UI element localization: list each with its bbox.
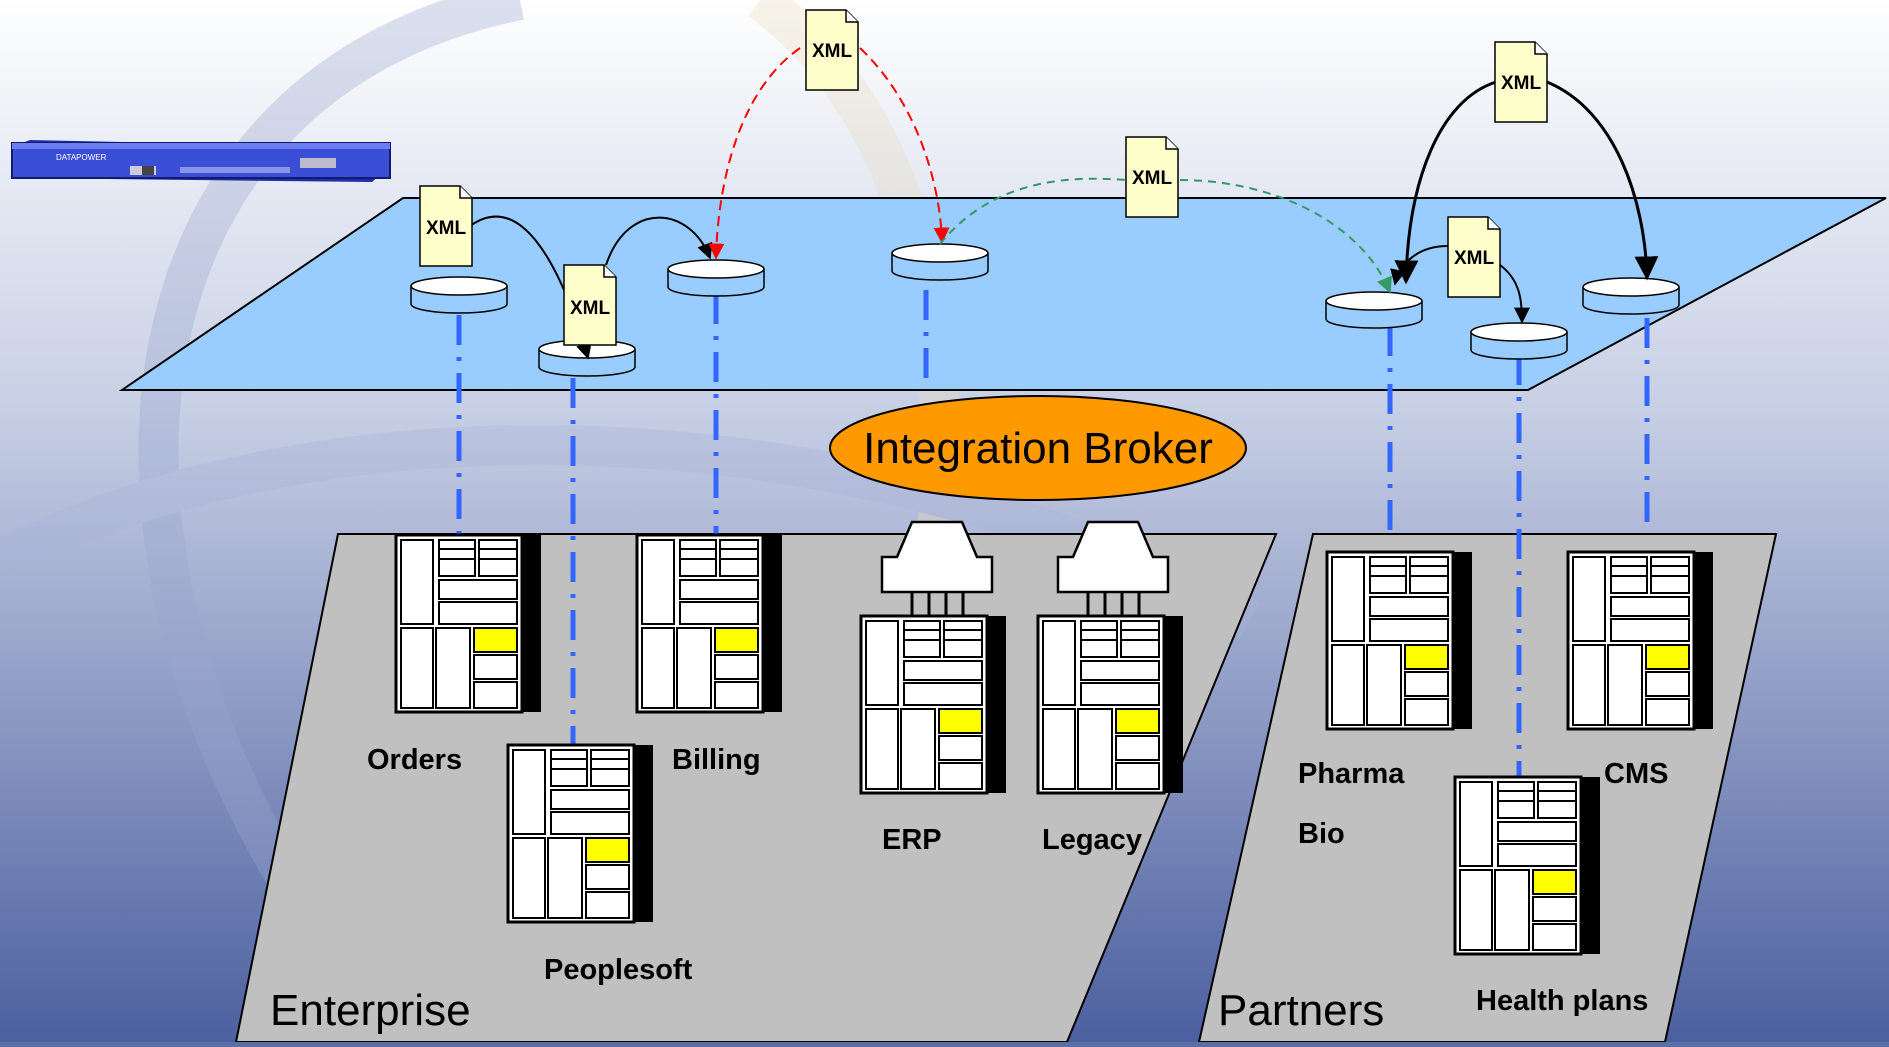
label-health-plans: Health plans [1476,985,1648,1017]
datapower-brand: DATAPOWER [56,153,107,162]
label-peoplesoft: Peoplesoft [544,954,693,986]
broker-label: Integration Broker [863,424,1213,473]
server-peoplesoft [506,743,655,924]
server-pharma [1325,550,1474,731]
endpoint-orders [410,276,508,314]
xml-document-icon: XML [805,9,859,91]
svg-text:XML: XML [570,298,611,319]
xml-document-icon: XML [563,264,617,346]
label-cms: CMS [1604,758,1668,790]
label-legacy: Legacy [1042,824,1142,856]
label-bio: Bio [1298,818,1345,850]
server-cms [1566,550,1715,731]
integration-broker: Integration Broker [829,395,1247,501]
endpoint-health-plans [1470,322,1568,360]
svg-text:XML: XML [1454,248,1495,269]
xml-document-icon: XML [1125,136,1179,218]
label-erp: ERP [882,824,942,856]
datapower-appliance-icon: DATAPOWER [11,140,391,182]
endpoint-pharma [1325,291,1423,329]
endpoint-billing [667,259,765,297]
xml-document-icon: XML [1494,41,1548,123]
label-orders: Orders [367,744,462,776]
xml-document-icon: XML [1447,216,1501,298]
server-orders [394,533,543,714]
message-flows [469,47,1659,360]
endpoint-erp [891,243,989,281]
server-erp [859,614,1008,795]
region-enterprise: Enterprise [270,986,471,1035]
xml-document-icon: XML [419,185,473,267]
region-partners: Partners [1218,986,1384,1035]
connectors [456,290,1650,777]
server-billing [635,533,784,714]
server-health-plans [1453,775,1602,956]
endpoint-cms [1582,277,1680,315]
svg-text:XML: XML [1501,73,1542,94]
label-billing: Billing [672,744,761,776]
svg-text:XML: XML [812,41,853,62]
svg-text:XML: XML [426,218,467,239]
server-legacy [1036,614,1185,795]
label-pharma: Pharma [1298,758,1405,790]
svg-text:XML: XML [1132,168,1173,189]
